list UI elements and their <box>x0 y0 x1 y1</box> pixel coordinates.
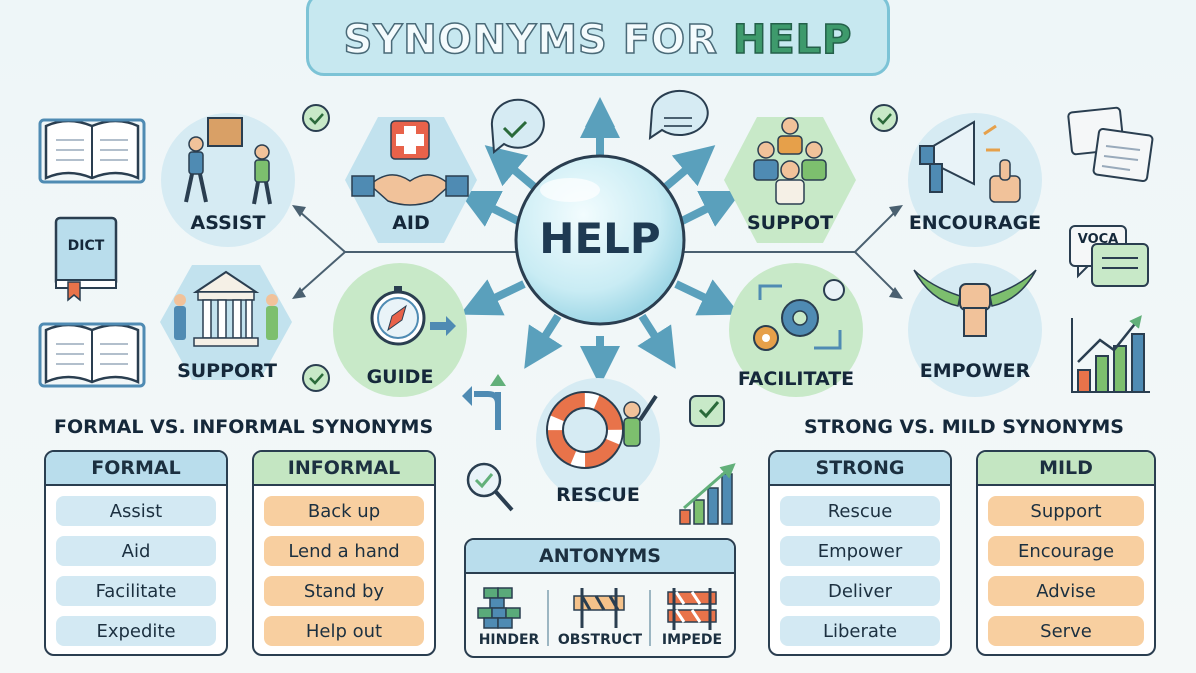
magnifier-icon <box>466 462 514 512</box>
strong-item: Empower <box>780 536 940 566</box>
suppot-icon <box>753 117 827 205</box>
strong-item: Deliver <box>780 576 940 606</box>
node-suppot: SUPPOT <box>746 212 834 234</box>
title-highlight: HELP <box>732 16 853 64</box>
node-guide: GUIDE <box>366 366 434 388</box>
strong-header: STRONG <box>770 452 950 486</box>
strong-item: Liberate <box>780 616 940 646</box>
dict-label: DICT <box>67 238 105 254</box>
small-growth-chart-icon <box>679 473 733 525</box>
informal-item: Back up <box>264 496 424 526</box>
node-support: SUPPORT <box>177 360 277 382</box>
growth-chart-icon <box>1071 318 1150 393</box>
node-aid: AID <box>392 212 430 234</box>
strong-mild-heading: STRONG VS. MILD SYNONYMS <box>804 416 1124 438</box>
formal-header: FORMAL <box>46 452 226 486</box>
decor <box>302 89 898 392</box>
empower-icon <box>913 269 1037 337</box>
node-empower: EMPOWER <box>919 360 1031 382</box>
assist-icon <box>184 117 272 205</box>
formal-item: Facilitate <box>56 576 216 606</box>
strong-item: Rescue <box>780 496 940 526</box>
informal-header: INFORMAL <box>254 452 434 486</box>
node-rescue: RESCUE <box>556 484 640 506</box>
antonym-obstruct: OBSTRUCT <box>557 632 643 648</box>
title-banner: SYNONYMS FOR HELP <box>306 0 890 76</box>
informal-item: Lend a hand <box>264 536 424 566</box>
title-prefix: SYNONYMS FOR <box>343 16 718 64</box>
encourage-icon <box>919 120 1021 203</box>
formal-card: FORMAL Assist Aid Facilitate Expedite <box>44 450 228 656</box>
notes-icon <box>1067 106 1154 183</box>
informal-item: Stand by <box>264 576 424 606</box>
antonym-impede: IMPEDE <box>661 632 723 648</box>
dictionary-icon <box>54 216 118 302</box>
formal-item: Assist <box>56 496 216 526</box>
informal-item: Help out <box>264 616 424 646</box>
voca-label: VOCA <box>1077 232 1119 247</box>
open-book-icon-top <box>38 118 146 184</box>
mild-item: Serve <box>988 616 1144 646</box>
mild-header: MILD <box>978 452 1154 486</box>
connector-lines <box>299 211 896 293</box>
vocab-bubble-icon <box>1069 225 1149 287</box>
compass-icon <box>370 286 456 346</box>
gears-icon <box>753 279 845 351</box>
node-encourage: ENCOURAGE <box>908 212 1042 234</box>
node-facilitate: FACILITATE <box>737 368 855 390</box>
formal-item: Expedite <box>56 616 216 646</box>
turn-arrows-icon <box>474 391 501 430</box>
formal-informal-heading: FORMAL VS. INFORMAL SYNONYMS <box>54 416 434 438</box>
strong-card: STRONG Rescue Empower Deliver Liberate <box>768 450 952 656</box>
antonyms-card: ANTONYMS <box>464 538 736 658</box>
barrier-icon <box>667 588 717 630</box>
formal-item: Aid <box>56 536 216 566</box>
roadblock-icon <box>573 588 625 628</box>
node-assist: ASSIST <box>190 212 266 234</box>
aid-icon <box>351 120 469 206</box>
antonyms-header: ANTONYMS <box>466 540 734 574</box>
check-bubble-icon <box>689 395 725 427</box>
open-book-icon-bottom <box>38 322 146 388</box>
mild-item: Advise <box>988 576 1144 606</box>
lifebuoy-icon <box>546 391 658 469</box>
antonym-hinder: HINDER <box>478 632 540 648</box>
center-help-label: HELP <box>539 214 661 263</box>
support-building-icon <box>174 270 278 347</box>
mild-item: Encourage <box>988 536 1144 566</box>
mild-card: MILD Support Encourage Advise Serve <box>976 450 1156 656</box>
bricks-icon <box>477 587 521 629</box>
informal-card: INFORMAL Back up Lend a hand Stand by He… <box>252 450 436 656</box>
mild-item: Support <box>988 496 1144 526</box>
